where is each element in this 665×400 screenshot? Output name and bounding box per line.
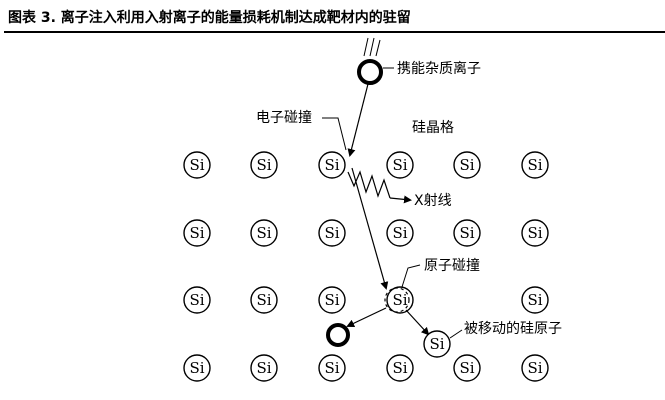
scattered-ion	[326, 323, 350, 347]
displaced-si-symbol: Si	[429, 335, 444, 353]
si-atom-circle	[183, 151, 211, 179]
si-atom-symbol: Si	[324, 291, 339, 309]
electron-collision-leader	[322, 117, 347, 151]
si-atom: Si	[386, 151, 414, 179]
ion-path-segment-2	[351, 167, 389, 290]
si-atom-circle	[183, 219, 211, 247]
si-atom-circle	[521, 354, 549, 382]
si-atom-circle	[250, 151, 278, 179]
scattered-ion-path	[346, 307, 387, 328]
si-atom-circle	[250, 286, 278, 314]
collision-vacancy	[384, 287, 410, 313]
si-atom: Si	[521, 151, 549, 179]
si-atom: Si	[453, 219, 481, 247]
si-atom-symbol: Si	[189, 224, 204, 242]
si-atom-symbol: Si	[189, 291, 204, 309]
si-atom: Si	[183, 219, 211, 247]
figure-title: 图表 3. 离子注入利用入射离子的能量损耗机制达成靶材内的驻留	[8, 10, 411, 26]
si-atom-symbol: Si	[392, 224, 407, 242]
si-atom: Si	[250, 219, 278, 247]
si-atom-circle	[386, 151, 414, 179]
si-atom-symbol: Si	[459, 156, 474, 174]
si-atom-circle	[453, 219, 481, 247]
si-atom: Si	[318, 219, 346, 247]
lattice-label: 硅晶格	[412, 120, 454, 136]
si-atom-circle	[318, 219, 346, 247]
si-atom-circle	[318, 286, 346, 314]
displaced-atom-leader	[449, 329, 463, 339]
si-atom-symbol: Si	[256, 224, 271, 242]
si-atom-circle	[521, 286, 549, 314]
si-atom: Si	[318, 151, 346, 179]
incident-ion-label: 携能杂质离子	[397, 60, 481, 77]
si-atom-circle	[386, 354, 414, 382]
si-atom-circle	[250, 219, 278, 247]
si-atom: Si	[453, 151, 481, 179]
si-atom: Si	[250, 354, 278, 382]
si-atom-symbol: Si	[324, 224, 339, 242]
si-atom: Si	[183, 151, 211, 179]
si-atom-symbol: Si	[392, 359, 407, 377]
si-atom-symbol: Si	[324, 156, 339, 174]
si-atom: Si	[453, 354, 481, 382]
si-atom-circle	[453, 151, 481, 179]
si-atom: Si	[521, 286, 549, 314]
si-atom-circle	[453, 354, 481, 382]
si-atom-circle	[318, 354, 346, 382]
si-atom: Si	[318, 354, 346, 382]
si-atom-circle	[318, 151, 346, 179]
nuclear-collision-leader	[401, 264, 421, 288]
si-atom: Si	[386, 354, 414, 382]
si-atom-circle	[386, 219, 414, 247]
si-atom: Si	[183, 286, 211, 314]
si-atom: Si	[521, 219, 549, 247]
si-atom-symbol: Si	[459, 359, 474, 377]
si-atom-symbol: Si	[256, 291, 271, 309]
si-atom-circle	[183, 354, 211, 382]
ion-path-segment-1	[347, 83, 369, 157]
figure-header: 图表 3. 离子注入利用入射离子的能量损耗机制达成靶材内的驻留	[4, 4, 665, 33]
displaced-atom-label: 被移动的硅原子	[464, 321, 562, 337]
si-atom-symbol: Si	[256, 359, 271, 377]
si-atom-symbol: Si	[392, 156, 407, 174]
si-atom-symbol: Si	[189, 156, 204, 174]
si-atom-symbol: Si	[189, 359, 204, 377]
incident-ion	[357, 37, 383, 85]
displaced-si-atom: Si	[423, 330, 451, 358]
si-atom: Si	[183, 354, 211, 382]
displaced-atom-path	[405, 309, 430, 336]
si-atom-circle	[183, 286, 211, 314]
si-atom-symbol: Si	[256, 156, 271, 174]
si-atom-symbol: Si	[527, 291, 542, 309]
si-atom-circle	[521, 219, 549, 247]
si-atom-symbol: Si	[392, 291, 407, 309]
si-atom-symbol: Si	[527, 359, 542, 377]
si-atom-symbol: Si	[459, 224, 474, 242]
si-atom-symbol: Si	[527, 224, 542, 242]
si-atom-symbol: Si	[324, 359, 339, 377]
electron-collision-label: 电子碰撞	[256, 110, 312, 126]
xray-arrow	[389, 195, 412, 204]
xray-label: X射线	[414, 193, 452, 209]
si-atom-circle	[250, 354, 278, 382]
si-atom: Si	[521, 354, 549, 382]
si-atom: Si	[250, 286, 278, 314]
xray-wave	[347, 170, 391, 199]
title-underline	[4, 31, 665, 33]
nuclear-collision-label: 原子碰撞	[424, 258, 480, 274]
si-atom: Si	[318, 286, 346, 314]
si-atom-symbol: Si	[527, 156, 542, 174]
si-atom: Si	[386, 219, 414, 247]
si-atom: Si	[250, 151, 278, 179]
si-atom-circle	[521, 151, 549, 179]
